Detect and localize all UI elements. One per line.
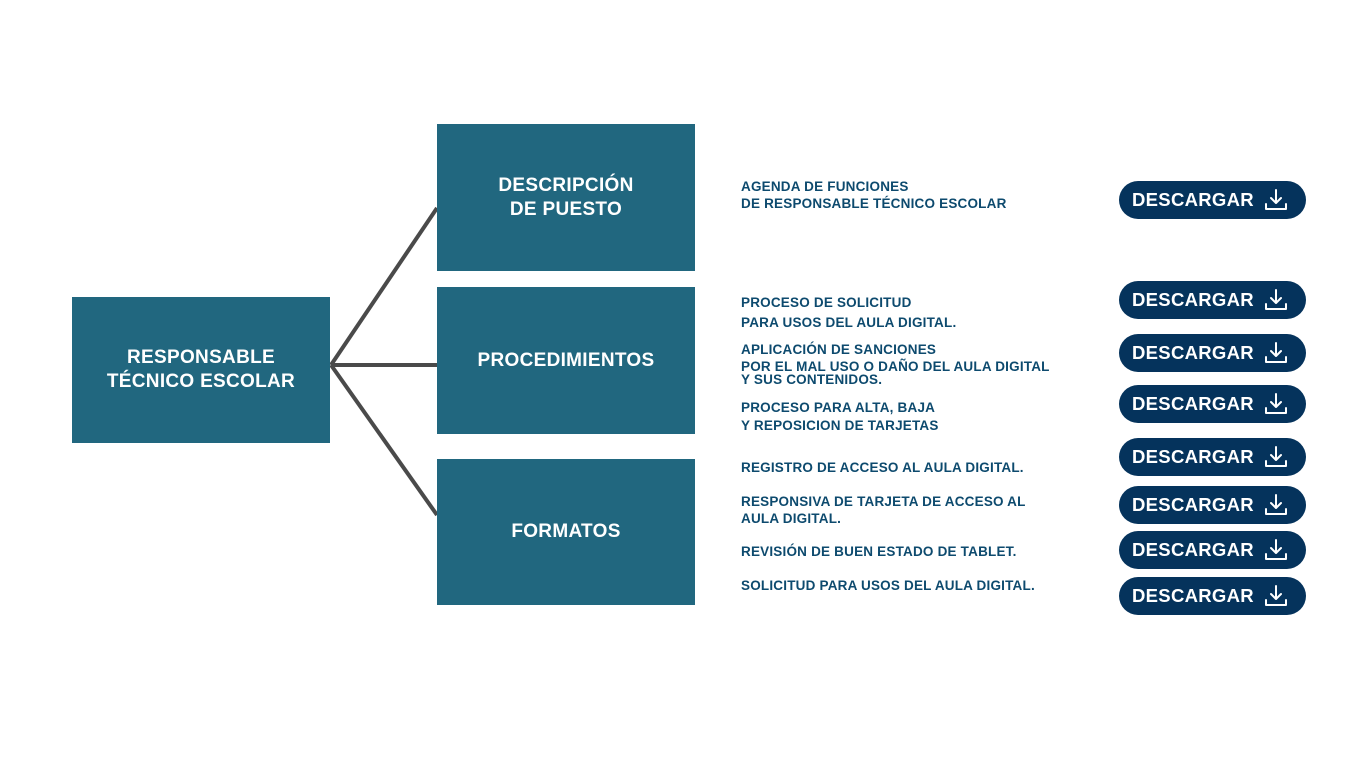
document-title-line: PROCESO DE SOLICITUD bbox=[741, 295, 912, 310]
download-button-label: DESCARGAR bbox=[1132, 342, 1254, 363]
download-button[interactable]: DESCARGAR bbox=[1119, 531, 1306, 569]
download-button-label: DESCARGAR bbox=[1132, 585, 1254, 606]
document-title-line: REGISTRO DE ACCESO AL AULA DIGITAL. bbox=[741, 460, 1024, 475]
category-label-line: DESCRIPCIÓN bbox=[498, 174, 634, 196]
download-button-label: DESCARGAR bbox=[1132, 446, 1254, 467]
download-icon bbox=[1264, 189, 1287, 210]
document-title-line: AULA DIGITAL. bbox=[741, 511, 842, 526]
download-button[interactable]: DESCARGAR bbox=[1119, 486, 1306, 524]
document-title-line: PROCESO PARA ALTA, BAJA bbox=[741, 400, 936, 415]
document-title-line: REVISIÓN DE BUEN ESTADO DE TABLET. bbox=[741, 544, 1017, 559]
document-title-line: RESPONSIVA DE TARJETA DE ACCESO AL bbox=[741, 494, 1026, 509]
download-button-label: DESCARGAR bbox=[1132, 393, 1254, 414]
document-title-line: Y REPOSICION DE TARJETAS bbox=[741, 418, 939, 433]
download-button-label: DESCARGAR bbox=[1132, 189, 1254, 210]
download-button[interactable]: DESCARGAR bbox=[1119, 334, 1306, 372]
download-button[interactable]: DESCARGAR bbox=[1119, 385, 1306, 423]
download-button[interactable]: DESCARGAR bbox=[1119, 438, 1306, 476]
download-button-label: DESCARGAR bbox=[1132, 289, 1254, 310]
document-title-line: APLICACIÓN DE SANCIONES bbox=[741, 342, 937, 357]
download-button-label: DESCARGAR bbox=[1132, 494, 1254, 515]
category-formatos: FORMATOS bbox=[437, 459, 695, 605]
document-title-line: Y SUS CONTENIDOS. bbox=[741, 372, 883, 387]
document-title-line: SOLICITUD PARA USOS DEL AULA DIGITAL. bbox=[741, 578, 1035, 593]
download-button[interactable]: DESCARGAR bbox=[1119, 281, 1306, 319]
download-icon bbox=[1264, 289, 1287, 310]
document-title-line: PARA USOS DEL AULA DIGITAL. bbox=[741, 315, 957, 330]
download-icon bbox=[1264, 585, 1287, 606]
download-icon bbox=[1264, 446, 1287, 467]
download-button[interactable]: DESCARGAR bbox=[1119, 181, 1306, 219]
document-title-line: POR EL MAL USO O DAÑO DEL AULA DIGITAL bbox=[741, 359, 1050, 374]
download-button[interactable]: DESCARGAR bbox=[1119, 577, 1306, 615]
category-label: PROCEDIMIENTOS bbox=[477, 349, 655, 371]
category-procedimientos: PROCEDIMIENTOS bbox=[437, 287, 695, 434]
download-icon bbox=[1264, 494, 1287, 515]
root-label-line: RESPONSABLE bbox=[127, 347, 275, 368]
download-icon bbox=[1264, 393, 1287, 414]
download-button-label: DESCARGAR bbox=[1132, 539, 1254, 560]
download-icon bbox=[1264, 342, 1287, 363]
category-label-line: DE PUESTO bbox=[509, 198, 623, 220]
document-title-line: DE RESPONSABLE TÉCNICO ESCOLAR bbox=[741, 196, 1007, 211]
document-title-line: AGENDA DE FUNCIONES bbox=[741, 179, 909, 194]
category-label: FORMATOS bbox=[511, 521, 621, 542]
root-label-line: TÉCNICO ESCOLAR bbox=[106, 371, 296, 392]
root-node: RESPONSABLE TÉCNICO ESCOLAR bbox=[72, 297, 330, 443]
download-icon bbox=[1264, 539, 1287, 560]
